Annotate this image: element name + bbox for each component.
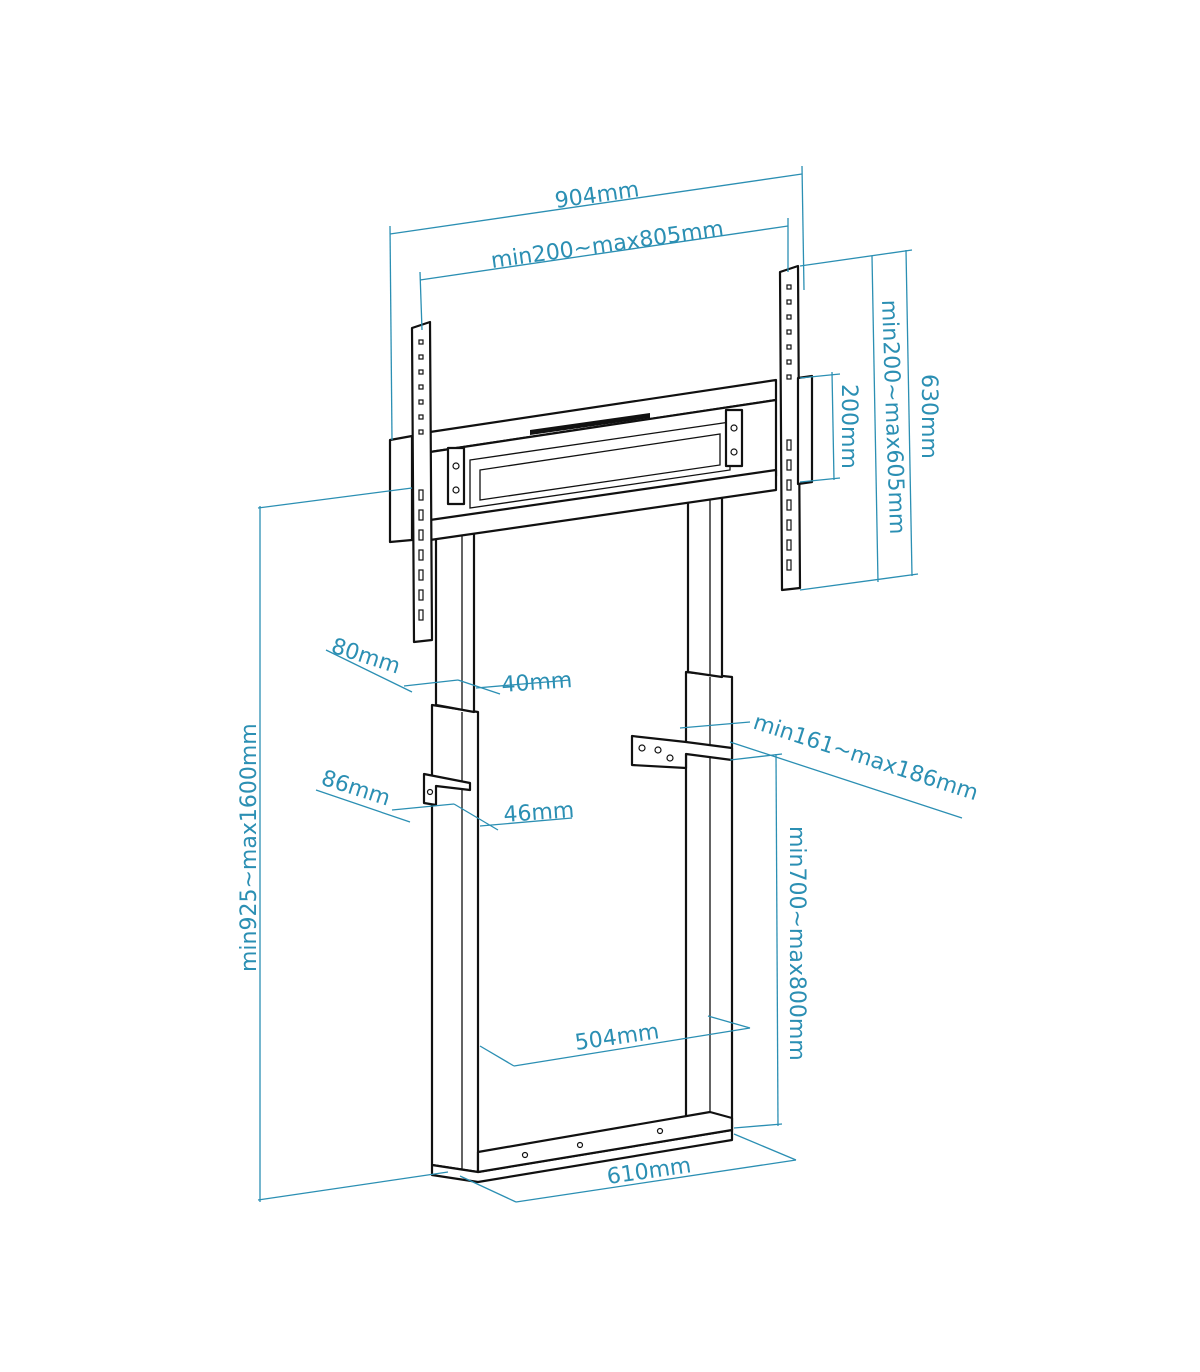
right-lower-post [684,670,734,1139]
label-inner-width: 504mm [573,1019,661,1056]
right-wall-bracket [630,734,734,770]
label-wall-offset: min161~max186mm [750,710,981,806]
label-upper-post-width: 40mm [501,668,573,698]
label-lower-post-depth: 86mm [318,766,393,812]
dimension-lines [257,165,963,1203]
label-rail-spacing: 200mm [836,384,861,469]
label-overall-height: 630mm [916,374,941,459]
stand-frame [388,264,814,1184]
right-vesa-clamp [796,374,814,486]
label-post-height: min700~max800mm [784,826,809,1061]
left-vesa-holes [418,339,424,621]
right-vesa-plate [778,264,802,592]
right-vesa-holes [786,284,792,571]
label-lower-post-width: 46mm [503,798,575,828]
label-upper-post-depth: 80mm [328,634,403,680]
label-vesa-width: min200~max805mm [489,217,725,274]
base-crossbar [476,1110,734,1174]
left-vesa-plate [410,320,434,644]
label-overall-width: 904mm [553,177,641,214]
left-wall-bracket [422,772,472,807]
dimension-labels: 904mm min200~max805mm 630mm min200~max60… [237,177,981,1190]
label-vesa-height: min200~max605mm [876,299,909,534]
label-total-height: min925~max1600mm [237,723,262,972]
left-lower-post [430,703,480,1174]
right-upper-post [686,490,724,679]
